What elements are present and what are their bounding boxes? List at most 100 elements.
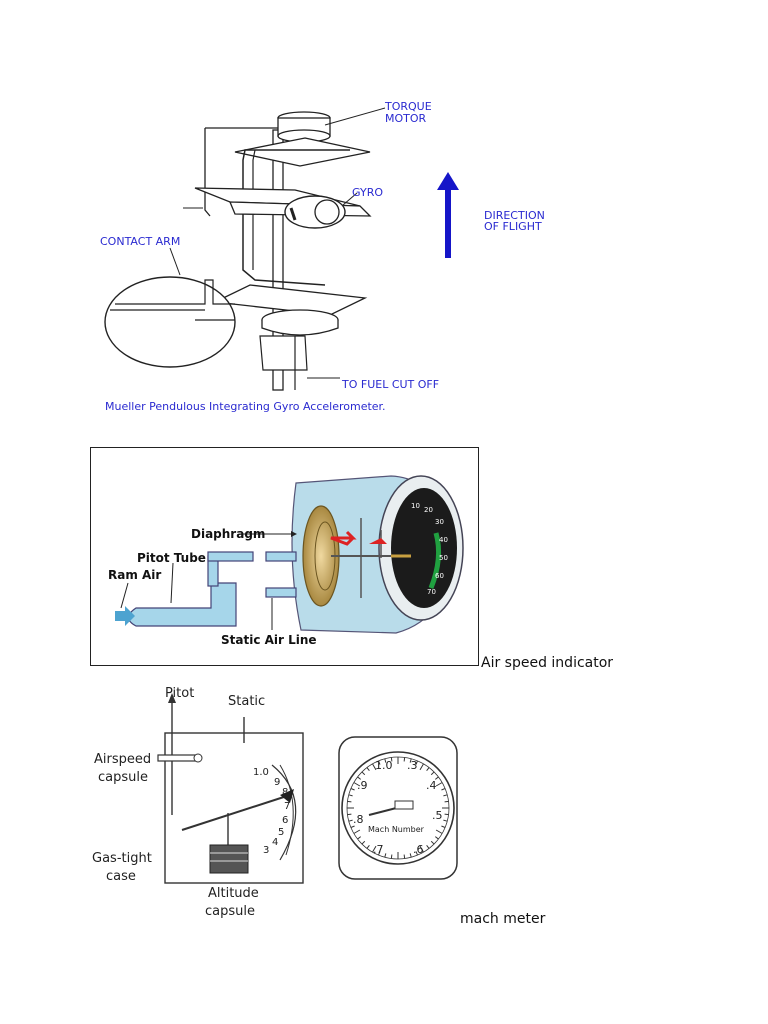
gauge-tick xyxy=(409,853,412,858)
svg-text:.7: .7 xyxy=(373,843,384,856)
fuel-cut-off-label: TO FUEL CUT OFF xyxy=(341,378,439,391)
gauge-tick xyxy=(426,844,430,849)
gauge-tick xyxy=(348,794,353,797)
direction-of-flight-label-2: OF FLIGHT xyxy=(484,220,542,233)
svg-text:.3: .3 xyxy=(407,759,418,772)
ram-air-label: Ram Air xyxy=(108,568,161,582)
gauge-needle xyxy=(368,800,414,816)
diaphragm-label: Diaphragm xyxy=(191,527,265,541)
svg-text:.5: .5 xyxy=(432,809,443,822)
gauge-tick xyxy=(347,813,352,816)
gauge-tick xyxy=(409,758,412,763)
torque-motor-label-1: TORQUE xyxy=(384,100,432,113)
gauge-ticks xyxy=(347,757,449,859)
gauge-tick xyxy=(403,757,406,762)
svg-text:30: 30 xyxy=(435,518,444,526)
gauge-tick xyxy=(403,854,406,859)
figure1-caption: Mueller Pendulous Integrating Gyro Accel… xyxy=(105,400,386,413)
gauge-tick xyxy=(390,854,393,859)
svg-text:.4: .4 xyxy=(426,779,437,792)
mach-meter-caption: mach meter xyxy=(460,911,546,927)
gauge-tick xyxy=(347,800,352,803)
gauge-tick xyxy=(441,825,446,828)
gauge-tick xyxy=(361,771,366,776)
gauge-tick xyxy=(443,794,448,797)
gauge-tick xyxy=(384,853,387,858)
gauge-tick xyxy=(434,836,439,840)
gauge-tick xyxy=(378,851,381,856)
altitude-capsule-label-1: Altitude xyxy=(208,886,259,901)
gauge-tick xyxy=(366,767,370,772)
svg-text:60: 60 xyxy=(435,572,444,580)
static-air-line-label: Static Air Line xyxy=(221,633,317,647)
pitot-label: Pitot xyxy=(165,686,194,701)
airspeed-capsule-label-1: Airspeed xyxy=(94,752,151,767)
svg-text:4: 4 xyxy=(272,837,278,848)
mach-number-label: Mach Number xyxy=(368,825,425,834)
airspeed-dial-numbers: 10 20 30 40 50 60 70 xyxy=(411,502,448,596)
svg-text:20: 20 xyxy=(424,506,433,514)
gauge-tick xyxy=(390,757,393,762)
svg-text:.8: .8 xyxy=(353,813,364,826)
gas-tight-label-2: case xyxy=(106,869,136,884)
svg-text:1.0: 1.0 xyxy=(375,759,393,772)
gas-tight-label-1: Gas-tight xyxy=(92,851,152,866)
svg-text:8: 8 xyxy=(282,787,288,798)
svg-text:10: 10 xyxy=(411,502,420,510)
svg-text:5: 5 xyxy=(278,827,284,838)
svg-text:6: 6 xyxy=(282,815,288,826)
gauge-tick xyxy=(353,829,361,834)
direction-arrow-icon xyxy=(437,172,459,258)
gauge-tick xyxy=(348,819,353,822)
gauge-tick xyxy=(353,782,361,787)
gauge-tick xyxy=(357,776,362,780)
gauge-tick xyxy=(444,800,449,803)
gauge-tick xyxy=(419,763,424,771)
gauge-tick xyxy=(415,760,418,765)
gauge-tick xyxy=(350,825,355,828)
svg-text:1.0: 1.0 xyxy=(253,767,269,778)
svg-text:50: 50 xyxy=(439,554,448,562)
gauge-tick xyxy=(419,845,424,853)
pitot-tube-label: Pitot Tube xyxy=(137,551,206,565)
direction-of-flight-label-1: DIRECTION xyxy=(484,209,545,222)
gauge-tick xyxy=(350,788,355,791)
gauge-tick xyxy=(434,776,439,780)
gyro-accelerometer-diagram: TORQUE MOTOR GYRO CONTACT ARM DIRECTION … xyxy=(100,100,545,413)
airspeed-figure-box: Diaphragm Pitot Tube Ram Air Static Air … xyxy=(90,447,479,666)
gauge-tick xyxy=(378,760,381,765)
gauge-tick xyxy=(361,840,366,845)
gauge-tick xyxy=(366,844,370,849)
mach-scale-numbers: 1.0 9 8 7 6 5 4 3 xyxy=(253,767,290,856)
gauge-numbers: 1.0 .3 .9 .4 .8 .5 .7 .6 xyxy=(353,759,443,856)
svg-text:9: 9 xyxy=(274,777,280,788)
gauge-tick xyxy=(415,851,418,856)
svg-text:3: 3 xyxy=(263,845,269,856)
gauge-tick xyxy=(430,771,435,776)
gauge-tick xyxy=(435,782,443,787)
gauge-tick xyxy=(384,758,387,763)
static-label: Static xyxy=(228,694,265,709)
svg-text:7: 7 xyxy=(284,801,290,812)
svg-text:.9: .9 xyxy=(357,779,368,792)
gauge-tick xyxy=(372,763,377,771)
svg-text:.6: .6 xyxy=(413,843,424,856)
gauge-tick xyxy=(372,845,377,853)
airspeed-indicator-diagram: Diaphragm Pitot Tube Ram Air Static Air … xyxy=(108,475,464,647)
machmeter-schematic: Pitot Static Airspeed capsule Gas-tight … xyxy=(92,686,304,919)
mach-number-gauge: 1.0 .3 .9 .4 .8 .5 .7 .6 Mach Number xyxy=(338,736,458,880)
airspeed-capsule-label-2: capsule xyxy=(98,770,148,785)
gauge-tick xyxy=(443,819,448,822)
airspeed-indicator-caption: Air speed indicator xyxy=(481,655,614,671)
gauge-tick xyxy=(435,829,443,834)
svg-text:70: 70 xyxy=(427,588,436,596)
svg-text:40: 40 xyxy=(439,536,448,544)
gauge-tick xyxy=(430,840,435,845)
gauge-tick xyxy=(444,813,449,816)
gauge-tick xyxy=(441,788,446,791)
gyro-label: GYRO xyxy=(352,186,383,199)
gauge-tick xyxy=(357,836,362,840)
gauge-tick xyxy=(426,767,430,772)
torque-motor-label-2: MOTOR xyxy=(385,112,427,125)
altitude-capsule-label-2: capsule xyxy=(205,904,255,919)
